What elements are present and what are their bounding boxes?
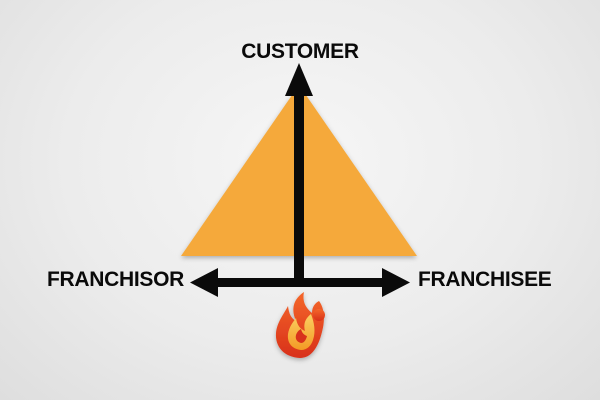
customer-arrow-head <box>285 63 313 96</box>
franchisor-label: FRANCHISOR <box>47 268 184 291</box>
franchisee-label: FRANCHISEE <box>418 268 552 291</box>
flame-logo-icon <box>275 292 325 358</box>
customer-arrow-shaft <box>294 88 304 282</box>
customer-label: CUSTOMER <box>241 40 359 63</box>
franchisee-arrow-head <box>382 268 410 297</box>
franchisor-arrow-head <box>190 268 218 297</box>
horizontal-arrow-shaft <box>210 278 390 287</box>
